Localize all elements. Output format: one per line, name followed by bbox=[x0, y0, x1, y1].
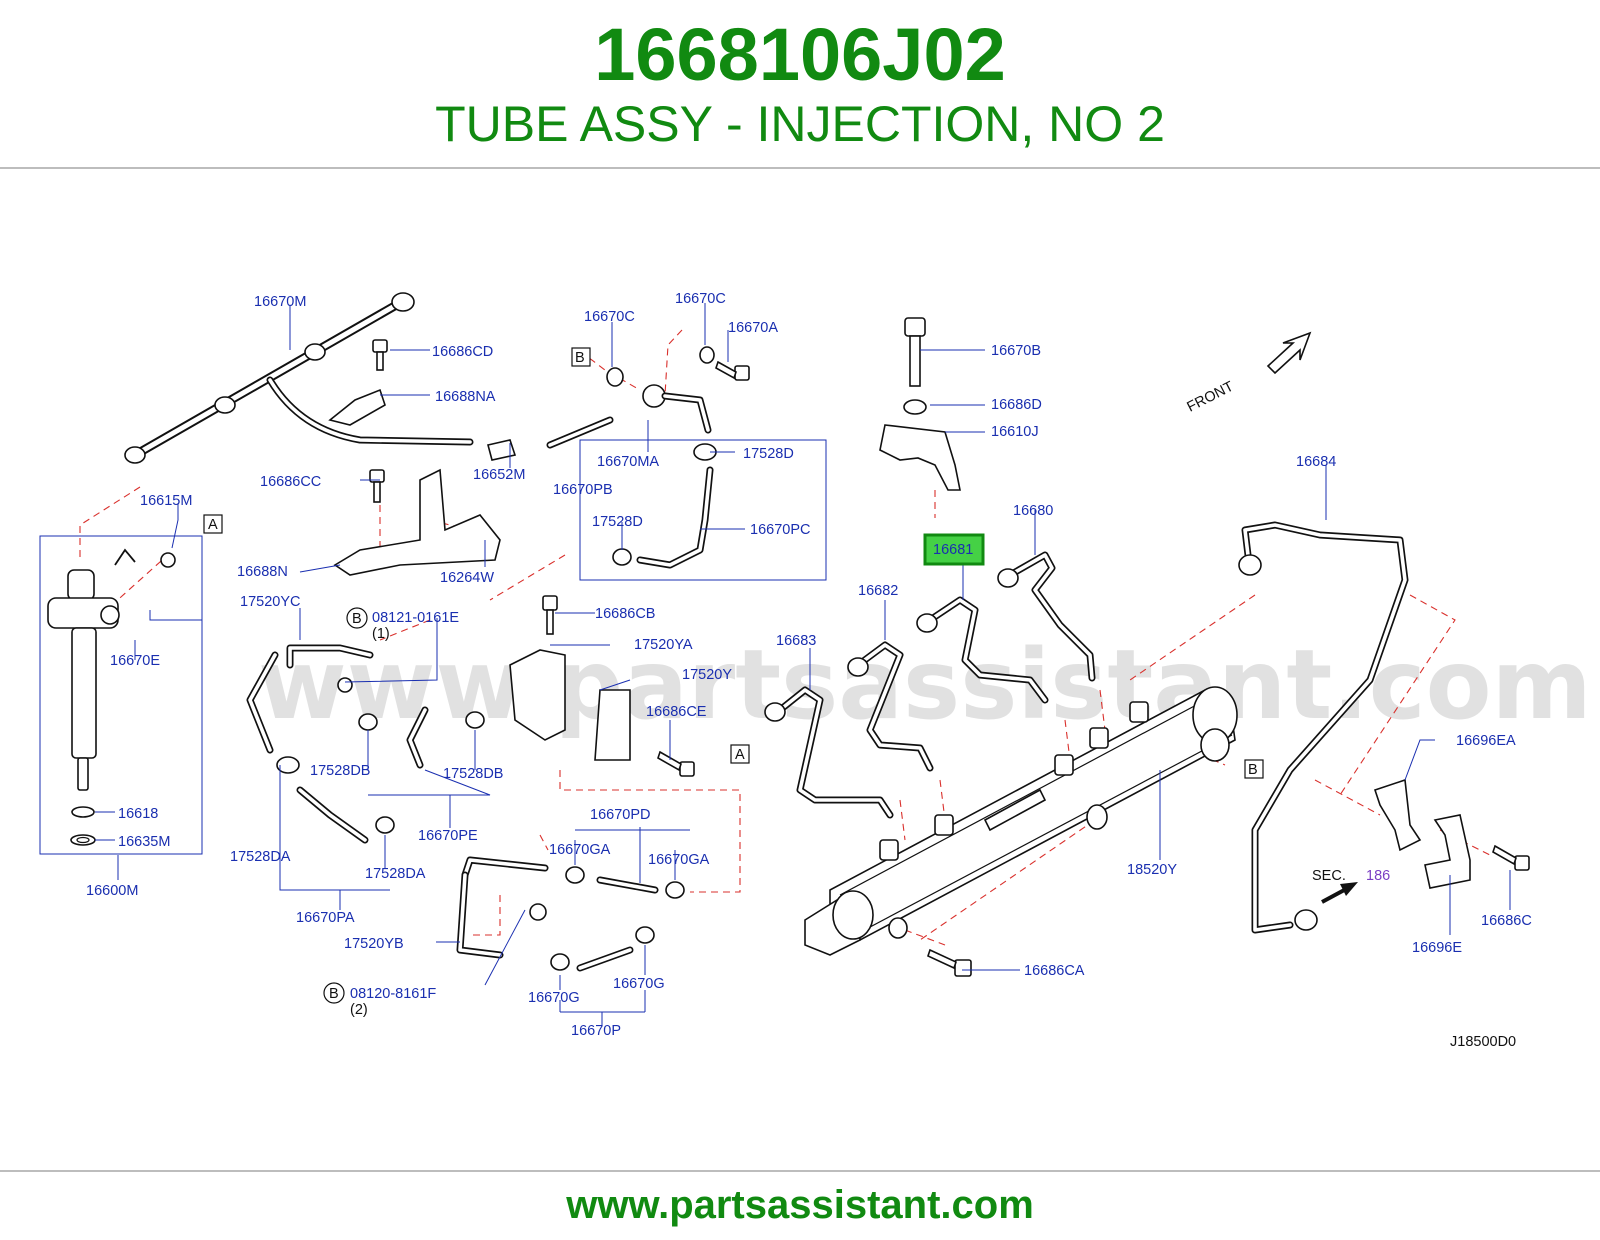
assembly-dash-lines bbox=[79, 329, 1491, 946]
part-label[interactable]: 16696E bbox=[1412, 940, 1462, 956]
part-label[interactable]: 08121-0161E bbox=[372, 610, 459, 626]
part-qty: (2) bbox=[350, 1002, 368, 1018]
part-label[interactable]: 16670PD bbox=[590, 807, 650, 823]
part-label[interactable]: 17520YA bbox=[634, 637, 693, 653]
return-hoses bbox=[246, 595, 695, 972]
part-label[interactable]: 16682 bbox=[858, 583, 898, 599]
part-label[interactable]: 16670C bbox=[584, 309, 635, 325]
marker-b-circle-1: B bbox=[352, 611, 362, 627]
part-label[interactable]: 16686CE bbox=[646, 704, 707, 720]
injector-group-box bbox=[39, 535, 203, 855]
part-label[interactable]: 17528DB bbox=[443, 766, 503, 782]
sec-reference: SEC. 186 bbox=[1312, 868, 1390, 904]
part-label[interactable]: 16683 bbox=[776, 633, 816, 649]
bolts-clamps bbox=[328, 317, 961, 576]
marker-a-1: A bbox=[208, 517, 218, 533]
sec-ref-link[interactable]: 186 bbox=[1366, 868, 1390, 884]
sec-label: SEC. bbox=[1312, 868, 1346, 884]
part-label[interactable]: 16680 bbox=[1013, 503, 1053, 519]
diagram-code: J18500D0 bbox=[1450, 1034, 1516, 1050]
part-label[interactable]: 16670GA bbox=[648, 852, 710, 868]
header-divider bbox=[0, 167, 1600, 169]
part-label[interactable]: 16686CD bbox=[432, 344, 493, 360]
marker-b-1: B bbox=[575, 350, 585, 366]
part-label[interactable]: 16696EA bbox=[1456, 733, 1516, 749]
part-label[interactable]: 16686D bbox=[991, 397, 1042, 413]
part-label[interactable]: 16670M bbox=[254, 294, 306, 310]
marker-b-circle-2: B bbox=[329, 986, 339, 1002]
injection-tubes bbox=[764, 521, 1409, 934]
marker-a-2: A bbox=[735, 747, 745, 763]
part-qty: (1) bbox=[372, 626, 390, 642]
part-label[interactable]: 17520Y bbox=[682, 667, 732, 683]
part-label[interactable]: 16688N bbox=[237, 564, 288, 580]
part-labels: 16670M 16686CD 16688NA 16670C 16670C 166… bbox=[86, 291, 1532, 1050]
front-label: FRONT bbox=[1185, 379, 1237, 416]
part-label[interactable]: 16670C bbox=[675, 291, 726, 307]
part-label[interactable]: 16686C bbox=[1481, 913, 1532, 929]
common-rail bbox=[804, 686, 1238, 977]
part-label[interactable]: 16615M bbox=[140, 493, 192, 509]
part-label[interactable]: 16670G bbox=[613, 976, 665, 992]
part-label[interactable]: 16670B bbox=[991, 343, 1041, 359]
part-label[interactable]: 16635M bbox=[118, 834, 170, 850]
part-label[interactable]: 16670E bbox=[110, 653, 160, 669]
part-label[interactable]: 16670GA bbox=[549, 842, 611, 858]
hose-group-box bbox=[579, 439, 827, 581]
part-label[interactable]: 16610J bbox=[991, 424, 1039, 440]
part-label[interactable]: 16670G bbox=[528, 990, 580, 1006]
marker-b-2: B bbox=[1248, 762, 1258, 778]
part-label[interactable]: 17520YB bbox=[344, 936, 404, 952]
part-label[interactable]: 17528DA bbox=[365, 866, 426, 882]
part-label[interactable]: 16600M bbox=[86, 883, 138, 899]
part-label[interactable]: 16264W bbox=[440, 570, 494, 586]
part-label[interactable]: 16670MA bbox=[597, 454, 659, 470]
brackets-right bbox=[1373, 778, 1530, 889]
part-label[interactable]: 16686CB bbox=[595, 606, 655, 622]
part-label[interactable]: 16670PE bbox=[418, 828, 478, 844]
part-label[interactable]: 16670PC bbox=[750, 522, 810, 538]
part-label[interactable]: 16670PB bbox=[553, 482, 613, 498]
leak-off-rail bbox=[124, 292, 474, 464]
part-label[interactable]: 16670P bbox=[571, 1023, 621, 1039]
part-label[interactable]: 16670A bbox=[728, 320, 778, 336]
part-label[interactable]: 16684 bbox=[1296, 454, 1336, 470]
footer-divider bbox=[0, 1170, 1600, 1172]
part-number-title: 1668106J02 bbox=[594, 13, 1006, 96]
part-label[interactable]: 16686CA bbox=[1024, 963, 1085, 979]
watermark: www.partsassistant.com bbox=[258, 629, 1592, 741]
header: 1668106J02 TUBE ASSY - INJECTION, NO 2 bbox=[0, 0, 1600, 168]
part-description: TUBE ASSY - INJECTION, NO 2 bbox=[435, 96, 1165, 152]
part-label[interactable]: 18520Y bbox=[1127, 862, 1177, 878]
part-label[interactable]: 16686CC bbox=[260, 474, 321, 490]
part-label[interactable]: 17520YC bbox=[240, 594, 300, 610]
part-label[interactable]: 17528DA bbox=[230, 849, 291, 865]
leader-lines bbox=[95, 303, 1511, 1025]
part-label[interactable]: 16652M bbox=[473, 467, 525, 483]
injector bbox=[47, 548, 176, 846]
part-label[interactable]: 16688NA bbox=[435, 389, 496, 405]
part-label[interactable]: 08120-8161F bbox=[350, 986, 436, 1002]
part-label[interactable]: 16618 bbox=[118, 806, 158, 822]
part-label[interactable]: 17528D bbox=[743, 446, 794, 462]
part-label-highlighted[interactable]: 16681 bbox=[933, 542, 973, 558]
part-label[interactable]: 17528D bbox=[592, 514, 643, 530]
reference-markers: B A A B B B bbox=[203, 347, 1264, 1004]
footer-url-link[interactable]: www.partsassistant.com bbox=[566, 1183, 1034, 1227]
part-label[interactable]: 16670PA bbox=[296, 910, 355, 926]
front-arrow: FRONT bbox=[1185, 331, 1312, 416]
highlight-box bbox=[923, 533, 985, 566]
part-label[interactable]: 17528DB bbox=[310, 763, 370, 779]
